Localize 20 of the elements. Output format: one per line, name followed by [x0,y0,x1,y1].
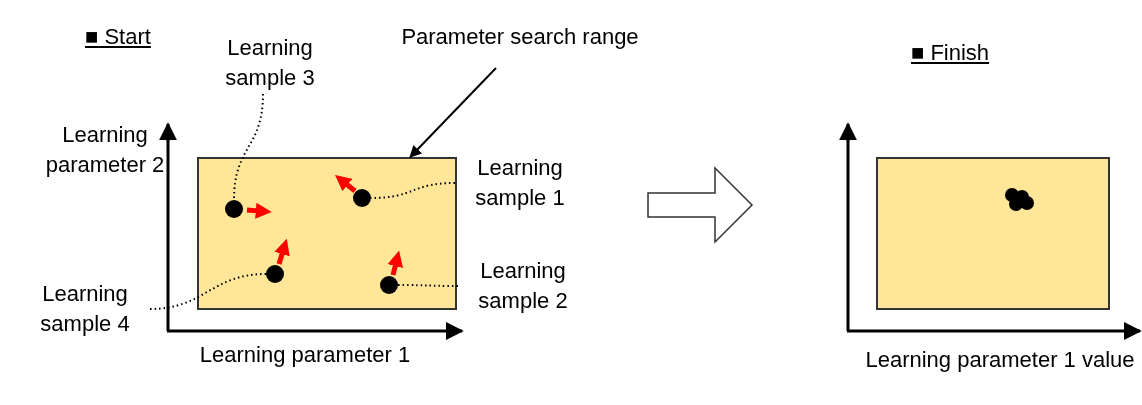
sample-dot [353,189,371,207]
text-label: Learning parameter 2 [44,121,166,179]
callout-label: Learning sample 1 [455,152,585,214]
text-label: Learning parameter 1 value [864,346,1136,374]
sample-dot [380,276,398,294]
sample-dot [266,265,284,283]
callout-label: Learning sample 3 [200,32,340,94]
search-range-box [876,157,1110,310]
text-label: ■ Start [85,23,152,51]
text-label: Learning parameter 1 [198,341,412,369]
callout-label: Parameter search range [400,6,640,68]
search-range-box [197,157,457,310]
leader-line [233,93,264,201]
text-label: ■ Finish [911,39,991,67]
arrow [409,67,497,158]
callout-label: Learning sample 4 [20,278,150,340]
sample-dot [225,200,243,218]
leader-line [397,284,459,287]
callout-label: Learning sample 2 [458,255,588,317]
leader-line [149,273,267,310]
